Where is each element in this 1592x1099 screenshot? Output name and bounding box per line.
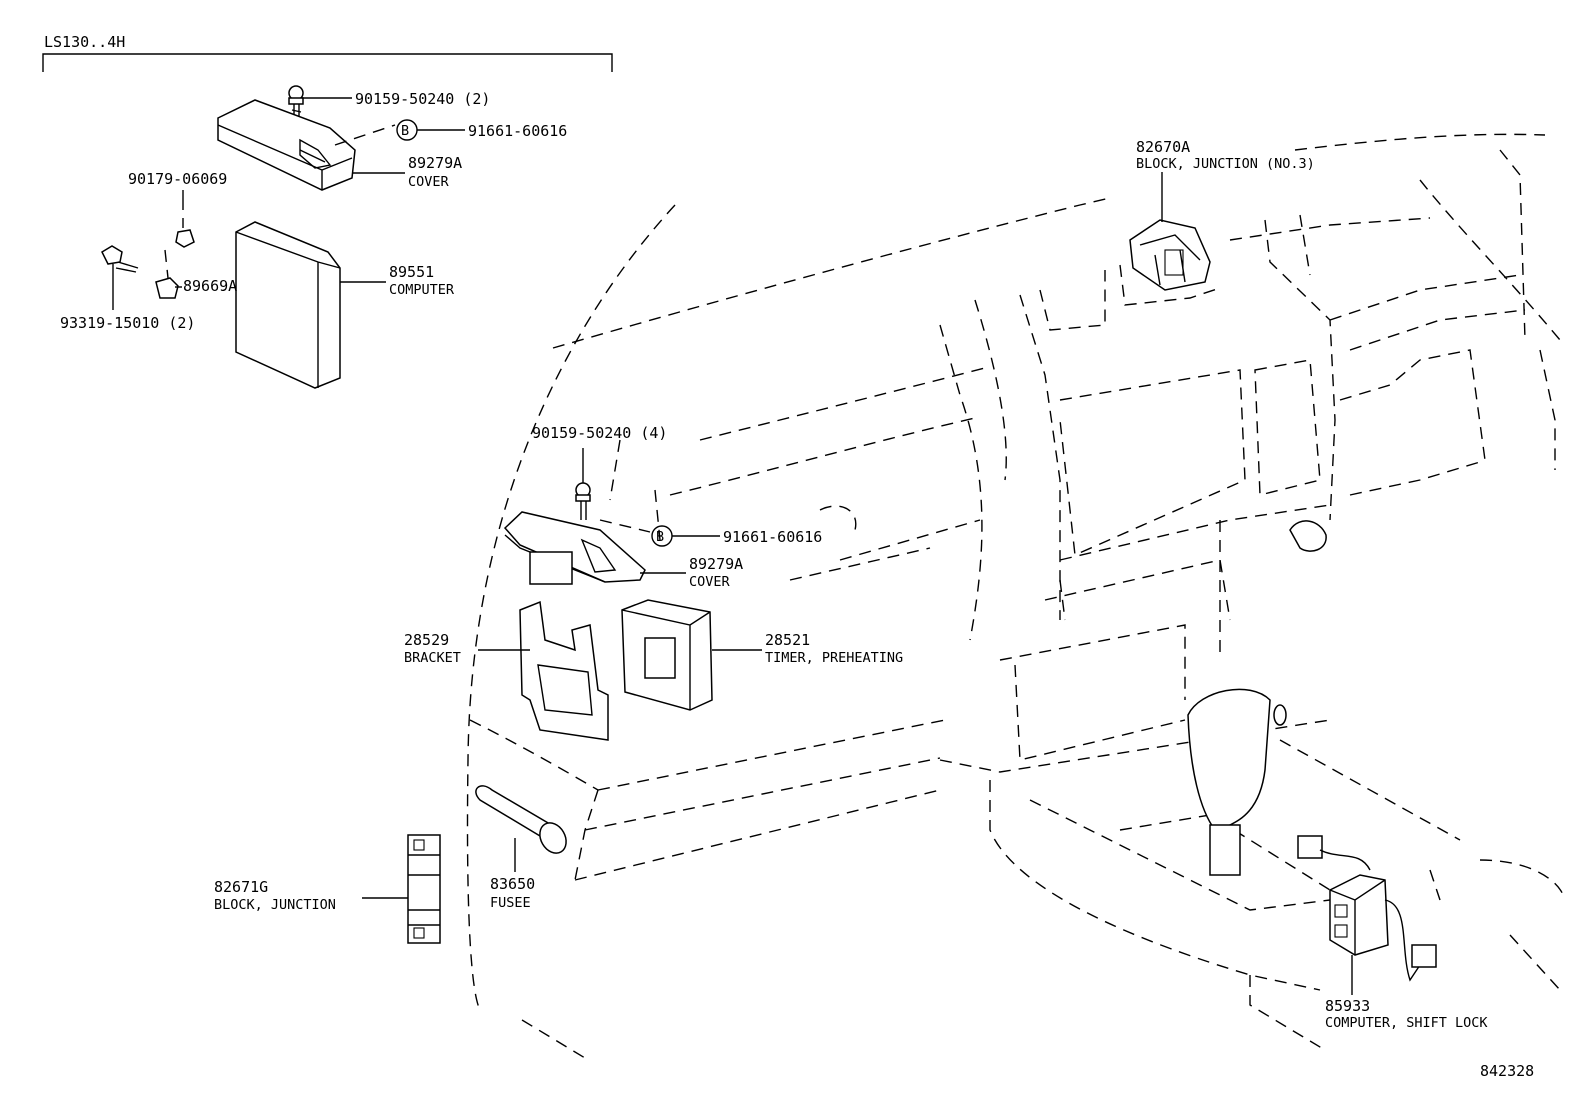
callout-p06: 89551 COMPUTER xyxy=(340,263,455,298)
part-number: 91661-60616 xyxy=(723,528,822,546)
callout-p03: 89279A COVER xyxy=(352,154,462,190)
junction-block-no3-icon xyxy=(1129,219,1211,291)
callout-p11: 89279A COVER xyxy=(640,555,743,590)
part-name: FUSEE xyxy=(490,895,531,911)
callout-p02: B 91661-60616 xyxy=(396,119,567,141)
callout-p09: 90159-50240 (4) xyxy=(532,424,667,442)
callout-p05: 89669A xyxy=(175,277,237,295)
inset-bracket-line xyxy=(42,53,613,72)
callout-p01: 90159-50240 (2) xyxy=(302,90,490,108)
timer-box-icon xyxy=(621,599,713,711)
shift-lock-computer-icon xyxy=(1297,835,1437,982)
part-number: 90159-50240 (2) xyxy=(355,90,490,108)
bracket-small-icon xyxy=(155,249,179,299)
part-name: COVER xyxy=(689,574,731,590)
part-number: 90179-06069 xyxy=(128,170,227,188)
part-number: 82671G xyxy=(214,878,268,896)
part-number: 89551 xyxy=(389,263,434,281)
clip-icon xyxy=(175,198,195,248)
callout-p07: 93319-15010 (2) xyxy=(60,314,195,332)
callout-p10: B 91661-60616 xyxy=(651,525,822,547)
junction-block-icon xyxy=(407,834,441,944)
part-name: COMPUTER, SHIFT LOCK xyxy=(1325,1015,1488,1031)
ref-marker: B xyxy=(656,529,664,545)
part-number: 83650 xyxy=(490,875,535,893)
part-name: BLOCK, JUNCTION xyxy=(214,897,336,913)
part-number: 89279A xyxy=(408,154,462,172)
callout-p16: 85933 COMPUTER, SHIFT LOCK xyxy=(1325,955,1488,1031)
callout-p14: 82671G BLOCK, JUNCTION xyxy=(214,878,408,913)
part-number: 90159-50240 (4) xyxy=(532,424,667,442)
computer-box-icon xyxy=(235,221,341,389)
leader xyxy=(334,124,396,146)
cover-upper-icon xyxy=(217,99,356,191)
vent-knob-icon xyxy=(1289,520,1327,552)
part-number: 89279A xyxy=(689,555,743,573)
part-name: TIMER, PREHEATING xyxy=(765,650,903,666)
callout-p13: 28521 TIMER, PREHEATING xyxy=(712,631,903,666)
part-number: 91661-60616 xyxy=(468,122,567,140)
shift-knob-icon xyxy=(1187,688,1287,876)
model-code: LS130..4H xyxy=(44,33,125,51)
cover-mid-icon xyxy=(503,511,646,585)
callout-p04: 90179-06069 xyxy=(128,170,227,198)
callout-p12: 28529 BRACKET xyxy=(404,631,530,666)
part-name: BRACKET xyxy=(404,650,461,666)
bracket-mid-icon xyxy=(519,600,609,741)
part-number: 85933 xyxy=(1325,997,1370,1015)
part-number: 89669A xyxy=(183,277,237,295)
diagram-number: 842328 xyxy=(1480,1062,1534,1080)
part-number: 28529 xyxy=(404,631,449,649)
part-name: COVER xyxy=(408,174,450,190)
part-number: 93319-15010 (2) xyxy=(60,314,195,332)
part-number: 28521 xyxy=(765,631,810,649)
ref-marker: B xyxy=(401,123,409,139)
part-name: BLOCK, JUNCTION (NO.3) xyxy=(1136,156,1315,172)
fusee-icon xyxy=(475,785,567,854)
part-name: COMPUTER xyxy=(389,282,455,298)
leader xyxy=(599,519,651,533)
screw-icon xyxy=(101,245,139,310)
callout-p15: 83650 FUSEE xyxy=(490,838,535,911)
part-number: 82670A xyxy=(1136,138,1190,156)
callout-p08: 82670A BLOCK, JUNCTION (NO.3) xyxy=(1136,138,1315,222)
dashboard-outline xyxy=(466,133,1566,1059)
bolt-mid-icon xyxy=(575,448,591,520)
